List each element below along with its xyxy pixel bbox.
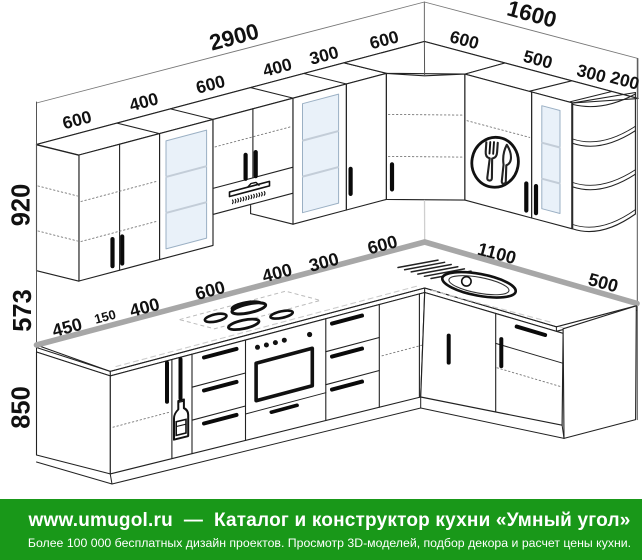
svg-text:920: 920	[8, 184, 36, 227]
svg-text:850: 850	[8, 386, 36, 429]
svg-text:150: 150	[93, 307, 118, 327]
svg-text:573: 573	[9, 289, 37, 332]
